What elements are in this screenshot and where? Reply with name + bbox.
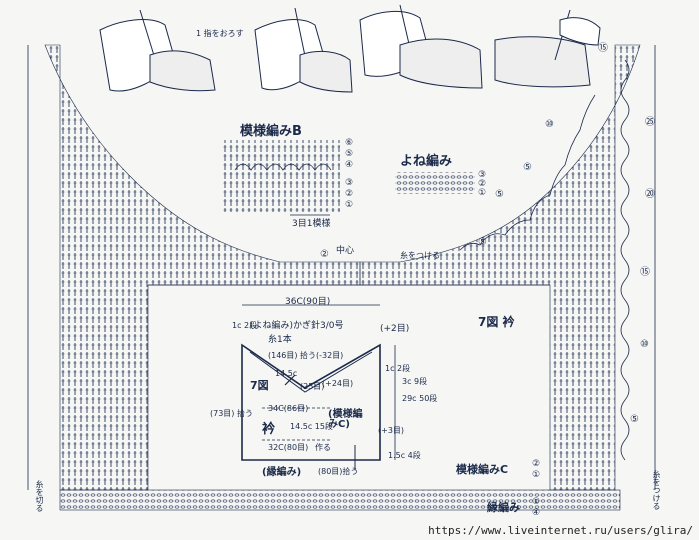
pattern-c-inset: (模様編みC): [328, 409, 363, 430]
marker-10-upper: ⑩: [545, 119, 554, 130]
attach-thread-left: 糸をつける: [400, 251, 440, 260]
width-14-5-b: 14.5c 15段: [290, 422, 333, 431]
step-illustrations: [99, 4, 601, 93]
collar-title: 7図 衿: [478, 315, 515, 329]
watermark-url: https://www.liveinternet.ru/users/glira/: [428, 524, 693, 537]
marker-5-center: ⑤: [478, 237, 487, 248]
right-rows-d: 1.5c 4段: [388, 451, 421, 460]
marker-5-lower: ⑤: [495, 189, 504, 200]
marker-5-side: ⑤: [630, 414, 639, 425]
right-rows-c: 29c 50段: [402, 394, 438, 403]
yone-title: よね編み: [400, 154, 453, 169]
hand-illustration-2: [254, 7, 353, 93]
pattern-c-label: 模様編みC: [456, 463, 509, 476]
marker-2-center: ②: [320, 249, 329, 260]
pick-73: (73目) 拾う: [210, 409, 253, 418]
edge-label: 縁編み: [487, 501, 520, 514]
pick-80: (80目)拾う: [318, 467, 359, 476]
right-rows-a: 1c 2段: [385, 364, 411, 373]
width-34: 34C(86目): [268, 404, 309, 413]
marker-25: ㉕: [645, 117, 655, 128]
marker-15-side: ⑮: [640, 267, 650, 278]
plus-two: (+2目): [380, 324, 410, 334]
collar-chart-body: [27, 44, 656, 511]
make-label: 作る: [315, 443, 331, 452]
center-label: 中心: [336, 246, 355, 256]
width-32: 32C(80目): [268, 443, 309, 452]
stitches-25: (25目): [300, 382, 325, 391]
inset-thread: 糸1本: [268, 335, 292, 345]
hand-illustration-4: [494, 9, 601, 88]
fig-7-label: 7図: [250, 379, 269, 392]
pattern-b-repeat: 3目1模様: [292, 219, 331, 229]
plus-24: (+24目): [322, 379, 354, 388]
marker-20: ⑳: [645, 189, 655, 200]
marker-5-upper: ⑤: [523, 162, 532, 173]
inset-width: 36C(90目): [285, 297, 331, 307]
edge-inset: (縁編み): [262, 467, 302, 478]
pattern-b-chart: [222, 140, 340, 216]
plus-three: (+3目): [378, 426, 405, 435]
yone-chart: [395, 172, 475, 194]
minus-32: (-32目): [316, 351, 344, 360]
right-rows-b: 3c 9段: [402, 377, 428, 386]
pick-146: (146目) 拾う: [268, 351, 317, 360]
marker-10-side: ⑩: [640, 339, 649, 350]
inset-left-rows: 1c 2段: [232, 321, 258, 330]
pattern-b-title: 模様編みB: [240, 124, 302, 139]
marker-15-top: ⑮: [598, 43, 608, 54]
hand-illustration-3: [359, 4, 483, 89]
hand-illustration-1: [99, 9, 216, 92]
attach-thread-right: 糸をつける: [652, 470, 661, 510]
cut-thread: 糸を切る: [35, 480, 44, 512]
step-note: 1 指をおろす: [196, 29, 244, 38]
collar-schematic: [241, 304, 396, 470]
inset-rib-note: (よね編み)かぎ針3/0号: [250, 321, 344, 331]
collar-word: 衿: [262, 422, 276, 437]
width-14-5-a: 14.5c: [275, 369, 298, 378]
